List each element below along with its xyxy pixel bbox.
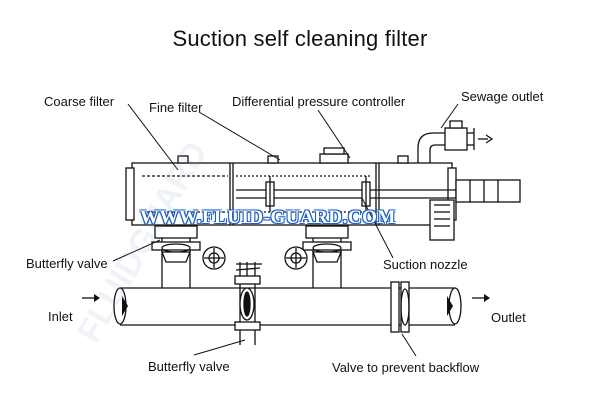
label-coarse-filter: Coarse filter: [44, 94, 115, 109]
label-inlet: Inlet: [48, 309, 73, 324]
drive-unit: [429, 179, 521, 241]
inlet-arrow: [82, 294, 100, 302]
label-outlet: Outlet: [491, 310, 526, 325]
leader-lines: [112, 103, 459, 357]
label-fine-filter: Fine filter: [149, 100, 203, 115]
outlet-arrow: [472, 294, 490, 302]
label-suction-nozzle: Suction nozzle: [383, 257, 468, 272]
label-butterfly-valve-top: Butterfly valve: [26, 256, 108, 271]
diagram-title: Suction self cleaning filter: [172, 26, 428, 51]
right-riser: [284, 225, 352, 288]
backflow-valve: [390, 281, 410, 333]
website-watermark: WWW.FLUID-GUARD.COM: [140, 207, 396, 228]
bypass-butterfly-valve: [234, 262, 262, 345]
label-butterfly-valve-bottom: Butterfly valve: [148, 359, 230, 374]
label-differential-pressure-controller: Differential pressure controller: [232, 94, 406, 109]
sewage-outlet-pipe: [417, 120, 494, 163]
left-riser: [151, 225, 226, 288]
label-sewage-outlet: Sewage outlet: [461, 89, 544, 104]
label-valve-prevent-backflow: Valve to prevent backflow: [332, 360, 480, 375]
